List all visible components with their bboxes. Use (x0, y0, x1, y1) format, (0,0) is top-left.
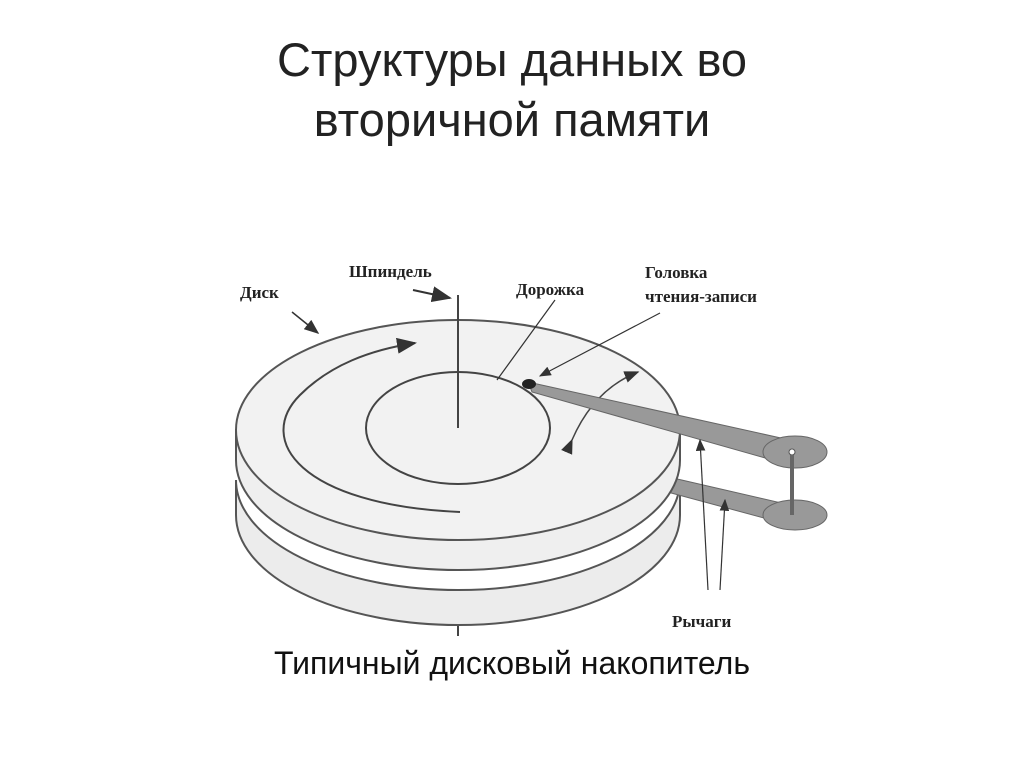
title-line-2: вторичной памяти (313, 93, 711, 146)
lower-disk (235, 479, 681, 626)
label-head-line2: чтения-записи (645, 287, 757, 306)
label-track: Дорожка (516, 280, 585, 299)
slide-title: Структуры данных во вторичной памяти (0, 30, 1024, 150)
label-disk: Диск (240, 283, 279, 302)
label-spindle: Шпиндель (349, 262, 432, 281)
title-line-1: Структуры данных во (276, 33, 748, 86)
upper-disk (235, 319, 681, 571)
rotation-arrow (282, 337, 461, 513)
upper-arm (522, 379, 828, 515)
slide-caption: Типичный дисковый накопитель (274, 645, 750, 681)
label-arms: Рычаги (672, 612, 731, 631)
lower-arm (659, 474, 828, 531)
label-head-line1: Головка (645, 263, 708, 282)
read-write-head (522, 379, 536, 389)
